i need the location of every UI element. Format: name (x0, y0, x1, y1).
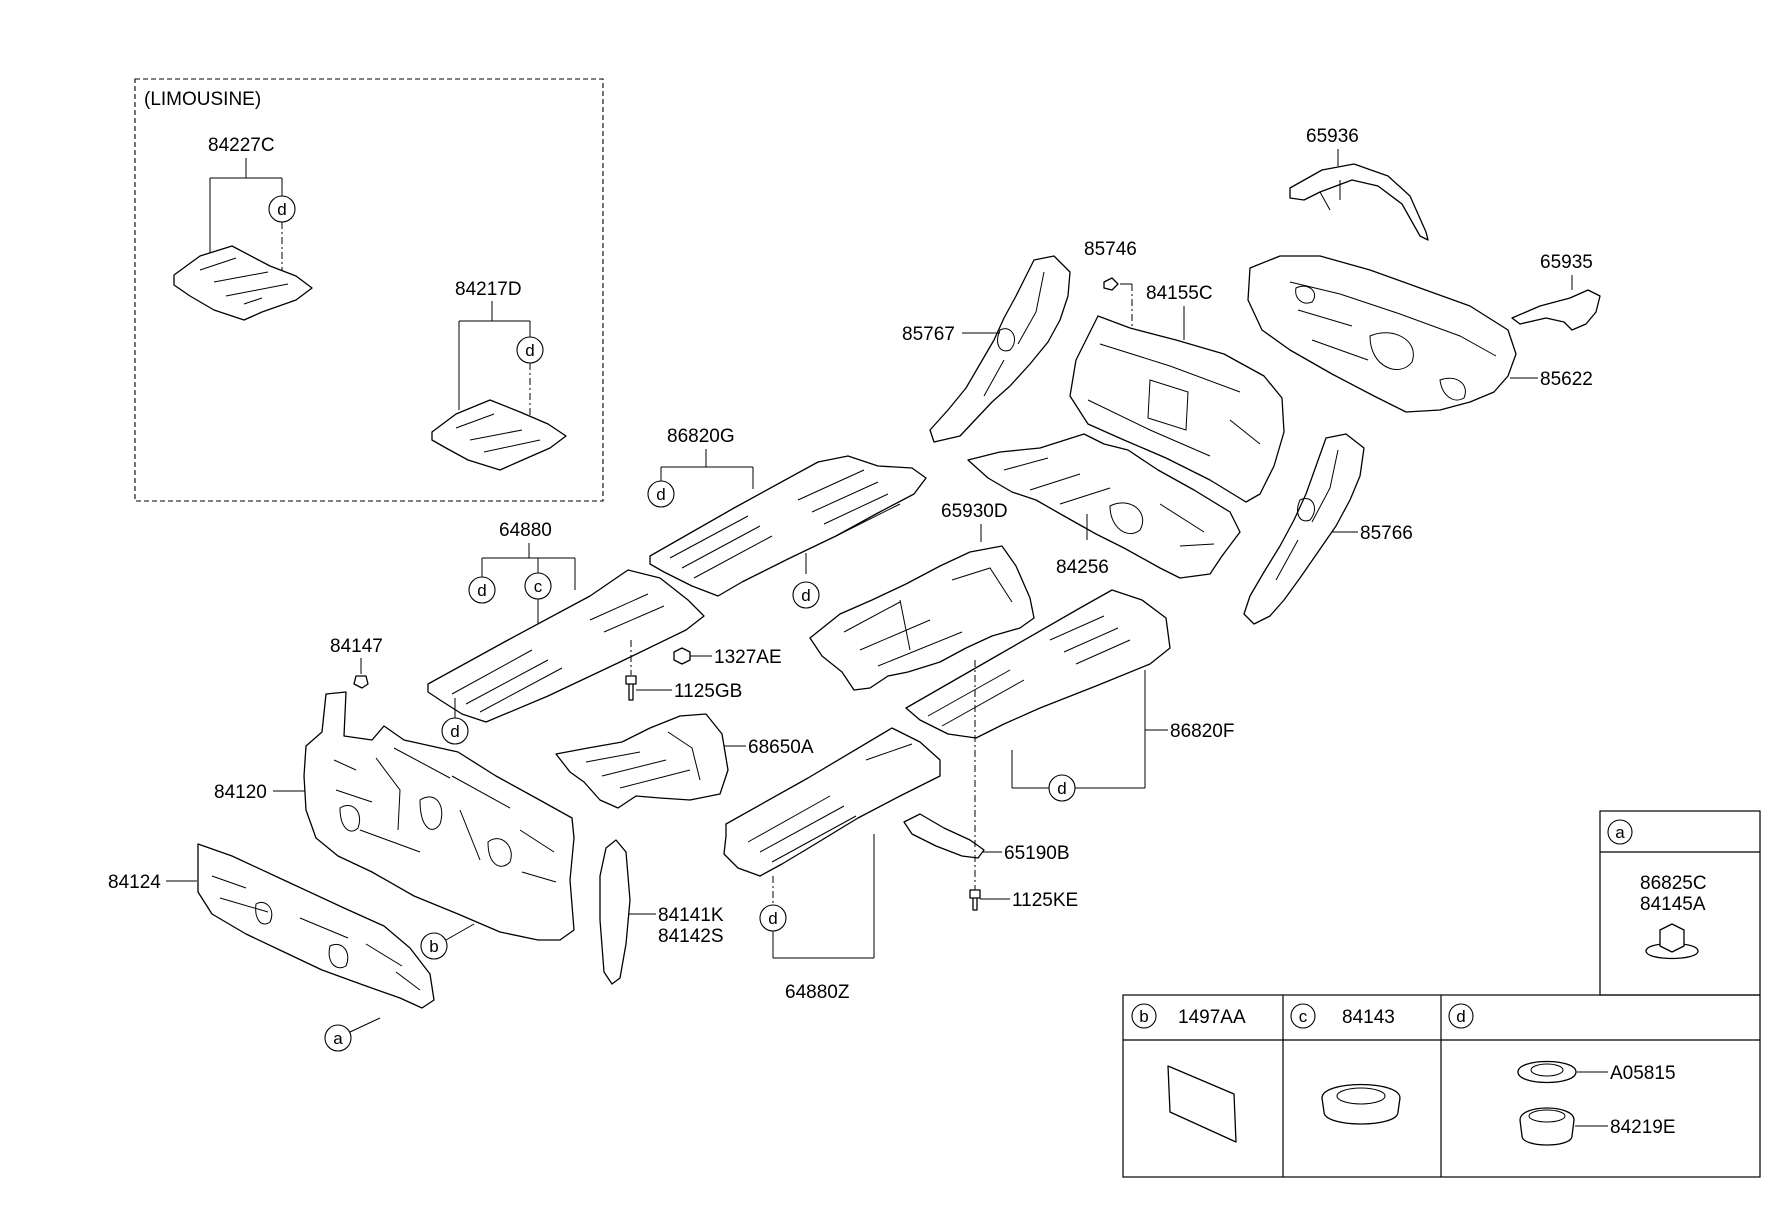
label-86820F: 86820F (1170, 721, 1234, 742)
legend-letter-b: b (1139, 1007, 1148, 1026)
callout-letter-b: b (429, 937, 438, 956)
label-85622: 85622 (1540, 369, 1593, 390)
label-84256: 84256 (1056, 557, 1109, 578)
callout-letter-d: d (1057, 779, 1066, 798)
callout-d (516, 336, 544, 364)
label-64880: 64880 (499, 520, 552, 541)
label-86820G: 86820G (667, 426, 735, 447)
plug-icon-84219E (1519, 1107, 1575, 1146)
callout-d (792, 581, 820, 609)
label-65190B: 65190B (1004, 843, 1070, 864)
side-insulator-85766 (1243, 433, 1365, 625)
legend-b-part: 1497AA (1178, 1007, 1246, 1028)
limousine-floor-pad-front (173, 245, 313, 321)
label-85767: 85767 (902, 324, 955, 345)
floor-insulator-84256 (967, 433, 1241, 579)
rail-65936 (1289, 163, 1429, 241)
floor-covering-86820G (649, 455, 927, 597)
legend-callout-c (1290, 1003, 1316, 1029)
label-65930D: 65930D (941, 501, 1008, 522)
label-84227C: 84227C (208, 135, 275, 156)
label-84142S: 84142S (658, 926, 724, 947)
label-84124: 84124 (108, 872, 161, 893)
legend-c-part: 84143 (1342, 1007, 1395, 1028)
callout-b (420, 932, 448, 960)
pad-84141K (599, 839, 631, 985)
callout-letter-d: d (450, 722, 459, 741)
legend-a-part-1: 86825C (1640, 873, 1707, 894)
callout-letter-d: d (277, 200, 286, 219)
legend-callout-b (1131, 1003, 1157, 1029)
label-1327AE: 1327AE (714, 647, 782, 668)
callout-letter-d: d (525, 341, 534, 360)
package-tray-85622 (1247, 255, 1517, 413)
nut-1327AE (673, 647, 691, 665)
callout-letter-d: d (477, 581, 486, 600)
legend-d-part-1: A05815 (1610, 1063, 1676, 1084)
callout-d (468, 576, 496, 604)
dash-insulator-84124 (197, 843, 435, 1009)
heat-protector-68650A (555, 713, 729, 809)
bolt-1125KE (969, 889, 981, 911)
callout-a (324, 1024, 352, 1052)
callout-letter-d: d (801, 586, 810, 605)
plug-icon-A05815 (1517, 1060, 1577, 1084)
callout-letter-a: a (333, 1029, 343, 1048)
label-85746: 85746 (1084, 239, 1137, 260)
label-64880Z: 64880Z (785, 982, 850, 1003)
heat-protector-65930D (809, 545, 1035, 691)
floor-covering-64880Z (723, 727, 941, 877)
legend-letter-d: d (1456, 1007, 1465, 1026)
flange-nut-hex-icon (1659, 923, 1685, 953)
limousine-label: (LIMOUSINE) (144, 89, 261, 110)
callout-letter-c: c (534, 577, 543, 596)
label-1125GB: 1125GB (674, 681, 742, 702)
callout-d (647, 480, 675, 508)
label-84120: 84120 (214, 782, 267, 803)
label-84147: 84147 (330, 636, 383, 657)
floor-covering-64880 (427, 569, 705, 723)
label-84155C: 84155C (1146, 283, 1213, 304)
legend-a-part-2: 84145A (1640, 894, 1706, 915)
label-85766: 85766 (1360, 523, 1413, 544)
callout-letter-d: d (768, 909, 777, 928)
rear-floor-insulator-84155C (1069, 315, 1285, 503)
legend-d-part-2: 84219E (1610, 1117, 1676, 1138)
label-65936: 65936 (1306, 126, 1359, 147)
legend-letter-a: a (1615, 823, 1625, 842)
legend-callout-d (1448, 1003, 1474, 1029)
dash-panel-84120 (303, 691, 575, 941)
label-65935: 65935 (1540, 252, 1593, 273)
clip-85746 (1103, 277, 1119, 291)
bracket-65190B (903, 813, 985, 859)
callout-d (441, 717, 469, 745)
bracket-65935 (1511, 289, 1601, 331)
limousine-floor-pad-rear (431, 399, 567, 471)
callout-d (268, 195, 296, 223)
label-84141K: 84141K (658, 905, 724, 926)
label-84217D: 84217D (455, 279, 522, 300)
legend-callout-a (1607, 819, 1633, 845)
label-68650A: 68650A (748, 737, 814, 758)
label-1125KE: 1125KE (1012, 890, 1078, 911)
limousine-box (134, 78, 604, 502)
pad-sheet-icon (1167, 1065, 1237, 1143)
callout-letter-d: d (656, 485, 665, 504)
legend-letter-c: c (1299, 1007, 1308, 1026)
clip-84147 (353, 675, 369, 689)
floor-covering-86820F (905, 589, 1171, 739)
bolt-1125GB (625, 675, 637, 701)
